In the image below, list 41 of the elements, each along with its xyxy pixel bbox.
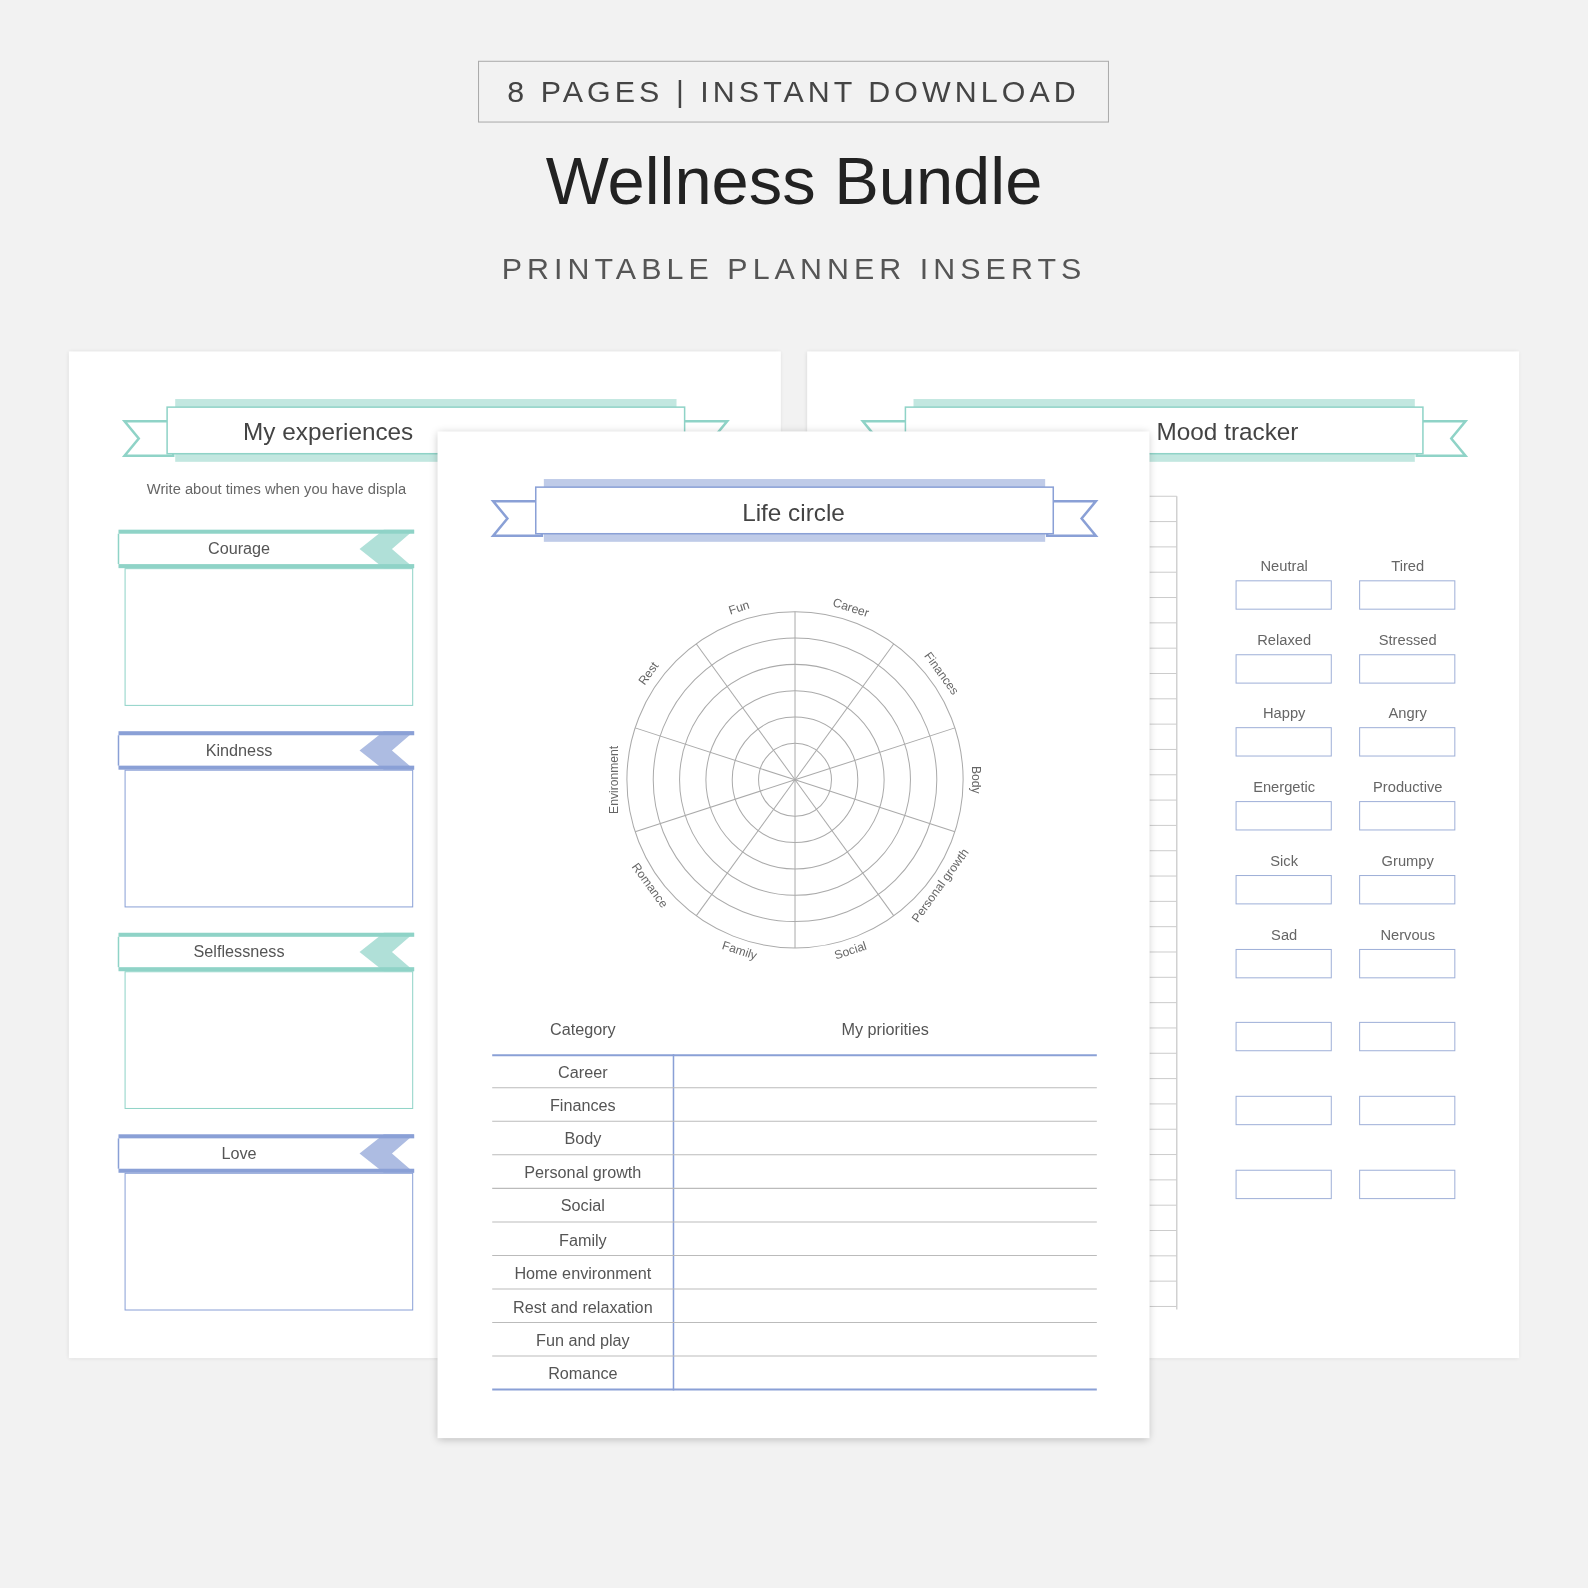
title: Wellness Bundle xyxy=(544,141,1044,219)
table-header: Category xyxy=(548,1020,617,1040)
table-cell-text: Personal growth xyxy=(523,1163,643,1183)
card-title: Love xyxy=(220,1144,258,1163)
table-cell-text: Body xyxy=(563,1130,603,1149)
table-cell-text: Family xyxy=(558,1231,608,1250)
subtitle: PRINTABLE PLANNER INSERTS xyxy=(500,251,1088,286)
table-cell-text: Social xyxy=(559,1197,606,1216)
table-cell-text: Home environment xyxy=(513,1264,653,1283)
planner-page xyxy=(437,431,1150,1439)
field-label: Tired xyxy=(1390,558,1426,575)
instruction-text: Write about times when you have displa xyxy=(146,481,407,498)
card-title: Courage xyxy=(206,539,272,559)
axis-label: Social xyxy=(832,938,869,963)
field-label: Neutral xyxy=(1259,558,1309,575)
field-label: Sad xyxy=(1270,926,1299,943)
page-title: Life circle xyxy=(741,498,846,527)
page-title: Mood tracker xyxy=(1156,417,1299,446)
field-label: Stressed xyxy=(1377,631,1438,648)
table-cell-text: Fun and play xyxy=(535,1331,631,1350)
field-label: Sick xyxy=(1269,852,1300,869)
card-title: Selflessness xyxy=(192,942,286,962)
axis-label: Fun xyxy=(726,597,752,618)
axis-label: Body xyxy=(969,766,984,794)
table-cell-text: Rest and relaxation xyxy=(512,1298,654,1317)
field-label: Happy xyxy=(1261,705,1307,722)
axis-label: Environment xyxy=(606,745,621,814)
table-cell-text: Finances xyxy=(548,1096,617,1116)
table-cell-text: Romance xyxy=(547,1365,619,1384)
axis-label: Career xyxy=(831,595,871,620)
field-label: Energetic xyxy=(1252,778,1317,796)
page-title: My experiences xyxy=(243,417,414,446)
table-cell-text: Career xyxy=(557,1063,609,1082)
axis-label: Family xyxy=(720,938,759,963)
field-label: Grumpy xyxy=(1380,852,1435,869)
card-title: Kindness xyxy=(204,741,274,760)
field-label: Angry xyxy=(1387,705,1428,722)
field-label: Nervous xyxy=(1379,926,1437,943)
field-label: Relaxed xyxy=(1256,631,1313,648)
table-header: My priorities xyxy=(840,1020,930,1040)
field-label: Productive xyxy=(1372,778,1444,796)
